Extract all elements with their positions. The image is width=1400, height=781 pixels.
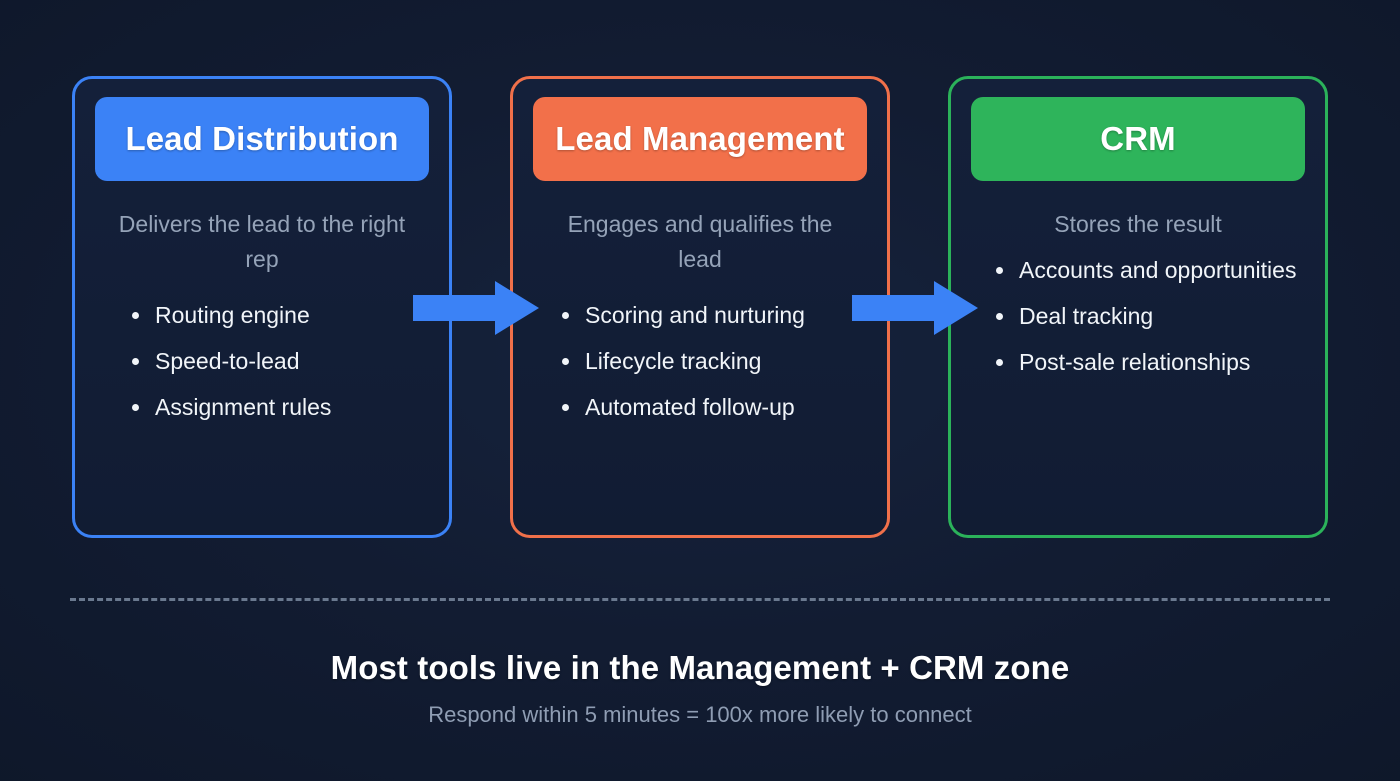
stage-title-crm: CRM [971,97,1305,181]
stage-bullet-list-lead-management: Scoring and nurturing Lifecycle tracking… [533,300,805,515]
footer-title: Most tools live in the Management + CRM … [330,649,1070,686]
stage-description-lead-distribution: Delivers the lead to the right rep [118,211,406,272]
list-item: Post-sale relationships [989,347,1296,377]
stage-bullet-list-crm: Accounts and opportunities Deal tracking… [971,255,1296,515]
arrow-right-icon-distribution-to-management [413,281,539,335]
list-item: Routing engine [125,300,331,330]
list-item: Lifecycle tracking [555,346,805,376]
footer-callout: Most tools live in the Management + CRM … [0,646,1400,730]
stage-card-crm[interactable]: CRM Stores the result Accounts and oppor… [948,76,1328,538]
stage-bullet-list-lead-distribution: Routing engine Speed-to-lead Assignment … [95,300,331,515]
stage-cards-row: Lead Distribution Delivers the lead to t… [72,76,1328,538]
list-item: Deal tracking [989,301,1296,331]
list-item: Accounts and opportunities [989,255,1296,285]
footer-subtitle: Respond within 5 minutes = 100x more lik… [428,702,972,727]
arrow-right-icon-management-to-crm [852,281,978,335]
section-divider [70,598,1330,601]
stage-title-lead-distribution: Lead Distribution [95,97,429,181]
stage-card-lead-management[interactable]: Lead Management Engages and qualifies th… [510,76,890,538]
stage-card-lead-distribution[interactable]: Lead Distribution Delivers the lead to t… [72,76,452,538]
stage-description-lead-management: Engages and qualifies the lead [567,211,833,272]
stage-description-crm: Stores the result [1054,211,1222,237]
stage-bullets-wrap-crm: Accounts and opportunities Deal tracking… [971,242,1305,515]
stage-bullets-wrap-lead-management: Scoring and nurturing Lifecycle tracking… [533,277,867,515]
list-item: Scoring and nurturing [555,300,805,330]
stage-bullets-wrap-lead-distribution: Routing engine Speed-to-lead Assignment … [95,277,429,515]
stage-title-lead-management: Lead Management [533,97,867,181]
list-item: Assignment rules [125,392,331,422]
list-item: Speed-to-lead [125,346,331,376]
list-item: Automated follow-up [555,392,805,422]
